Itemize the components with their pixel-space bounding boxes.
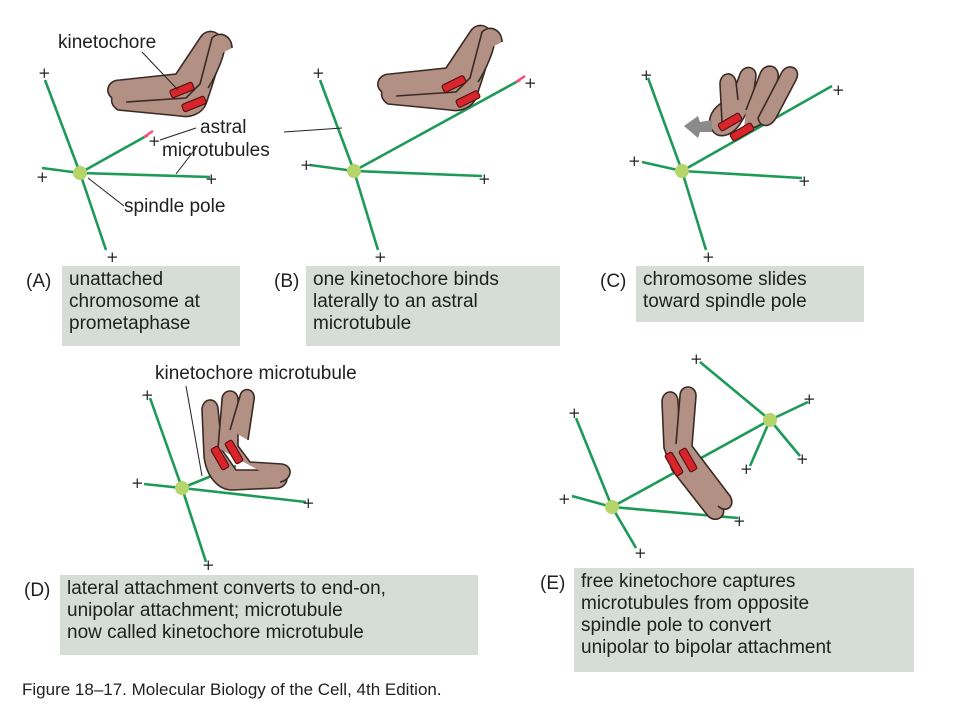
panel-e-plus-signs: + + + + + + + + bbox=[558, 350, 816, 562]
panel-c-letter: (C) bbox=[600, 271, 627, 292]
panel-d-chromosome bbox=[201, 388, 291, 491]
caption-line: unattached bbox=[69, 269, 164, 290]
panel-e-drawing: + + + + + + + + bbox=[558, 350, 816, 562]
caption-line: lateral attachment converts to end-on, bbox=[67, 578, 386, 599]
plus-end-marker: + bbox=[733, 512, 746, 530]
plus-end-marker: + bbox=[634, 544, 647, 562]
panel-c-drawing: + + + + + bbox=[628, 65, 845, 266]
spindle-pole-label: spindle pole bbox=[124, 196, 226, 217]
panel-e-chromosome bbox=[661, 386, 733, 521]
plus-end-marker: + bbox=[302, 494, 315, 512]
panel-b-leaders bbox=[283, 127, 343, 133]
panel-a-plus-signs: + + + + + bbox=[36, 64, 218, 266]
panel-b-letter: (B) bbox=[274, 271, 300, 292]
panel-e-caption: free kinetochore captures microtubules f… bbox=[574, 568, 914, 672]
plus-end-marker: + bbox=[558, 490, 571, 508]
panel-a-mt-tip bbox=[143, 129, 154, 139]
plus-end-marker: + bbox=[798, 172, 811, 190]
plus-end-marker: + bbox=[38, 64, 51, 82]
plus-end-marker: + bbox=[131, 474, 144, 492]
plus-end-marker: + bbox=[740, 460, 753, 478]
plus-end-marker: + bbox=[803, 390, 816, 408]
panel-d-drawing: + + + + bbox=[131, 385, 315, 574]
plus-end-marker: + bbox=[690, 350, 703, 368]
plus-end-marker: + bbox=[374, 248, 387, 266]
microtubules-label: microtubules bbox=[162, 140, 270, 161]
panel-b-drawing: + + + + + bbox=[283, 24, 537, 266]
plus-end-marker: + bbox=[141, 386, 154, 404]
panel-b-caption: one kinetochore binds laterally to an as… bbox=[306, 266, 560, 346]
panel-d-leader bbox=[185, 385, 203, 477]
plus-end-marker: + bbox=[796, 450, 809, 468]
astral-label: astral bbox=[200, 117, 247, 138]
caption-line: microtubules from opposite bbox=[581, 593, 810, 614]
panel-c-caption: chromosome slides toward spindle pole bbox=[636, 266, 864, 322]
plus-end-marker: + bbox=[832, 81, 845, 99]
panel-a-leaders bbox=[87, 51, 197, 207]
caption-line: free kinetochore captures bbox=[581, 571, 796, 592]
panel-e-spindle-pole-1 bbox=[605, 500, 619, 514]
panel-a-spindle-pole bbox=[73, 166, 87, 180]
caption-line: microtubule bbox=[313, 313, 412, 334]
caption-line: chromosome slides bbox=[643, 269, 807, 290]
plus-end-marker: + bbox=[106, 248, 119, 266]
panel-b-chromosome bbox=[377, 24, 503, 112]
panel-c-spindle-pole bbox=[675, 164, 689, 178]
caption-line: toward spindle pole bbox=[643, 291, 807, 312]
caption-line: chromosome at bbox=[69, 291, 200, 312]
plus-end-marker: + bbox=[568, 404, 581, 422]
panel-e-letter: (E) bbox=[540, 573, 566, 594]
panel-c-chromosome bbox=[708, 65, 799, 137]
panel-c-kinetochores bbox=[717, 112, 755, 142]
caption-line: unipolar attachment; microtubule bbox=[67, 600, 343, 621]
plus-end-marker: + bbox=[702, 248, 715, 266]
plus-end-marker: + bbox=[312, 64, 325, 82]
plus-end-marker: + bbox=[202, 556, 215, 574]
plus-end-marker: + bbox=[148, 132, 161, 150]
panel-b-kinetochores bbox=[441, 75, 481, 108]
panel-b-mt-tip bbox=[515, 74, 526, 84]
caption-line: now called kinetochore microtubule bbox=[67, 622, 364, 643]
caption-line: laterally to an astral bbox=[313, 291, 478, 312]
plus-end-marker: + bbox=[628, 152, 641, 170]
panel-a-caption: unattached chromosome at prometaphase bbox=[62, 266, 240, 346]
panel-e-kinetochores bbox=[664, 447, 698, 477]
panel-d-spindle-pole bbox=[175, 481, 189, 495]
panel-e-spindle-pole-2 bbox=[763, 413, 777, 427]
plus-end-marker: + bbox=[300, 156, 313, 174]
plus-end-marker: + bbox=[36, 168, 49, 186]
caption-line: one kinetochore binds bbox=[313, 269, 499, 290]
panel-b-plus-signs: + + + + + bbox=[300, 64, 537, 266]
panel-d-letter: (D) bbox=[24, 580, 51, 601]
kinetochore-label: kinetochore bbox=[58, 32, 157, 53]
panel-a-letter: (A) bbox=[26, 271, 52, 292]
panel-c-slide-arrow bbox=[684, 116, 712, 138]
caption-line: spindle pole to convert bbox=[581, 615, 772, 636]
caption-line: prometaphase bbox=[69, 313, 191, 334]
panel-b-microtubules bbox=[309, 78, 521, 251]
panel-c-plus-signs: + + + + + bbox=[628, 66, 845, 266]
plus-end-marker: + bbox=[640, 66, 653, 84]
caption-line: unipolar to bipolar attachment bbox=[581, 637, 832, 658]
plus-end-marker: + bbox=[524, 74, 537, 92]
plus-end-marker: + bbox=[478, 170, 491, 188]
panel-d-caption: lateral attachment converts to end-on, u… bbox=[60, 575, 478, 655]
plus-end-marker: + bbox=[205, 170, 218, 188]
panel-a-drawing: + + + + + bbox=[36, 30, 233, 266]
figure-credit: Figure 18–17. Molecular Biology of the C… bbox=[22, 680, 442, 699]
panel-a-kinetochores bbox=[169, 81, 207, 113]
kinetochore-microtubule-label: kinetochore microtubule bbox=[155, 363, 357, 384]
panel-b-spindle-pole bbox=[347, 164, 361, 178]
panel-d-plus-signs: + + + + bbox=[131, 386, 315, 574]
panel-d-kinetochores bbox=[210, 439, 244, 471]
